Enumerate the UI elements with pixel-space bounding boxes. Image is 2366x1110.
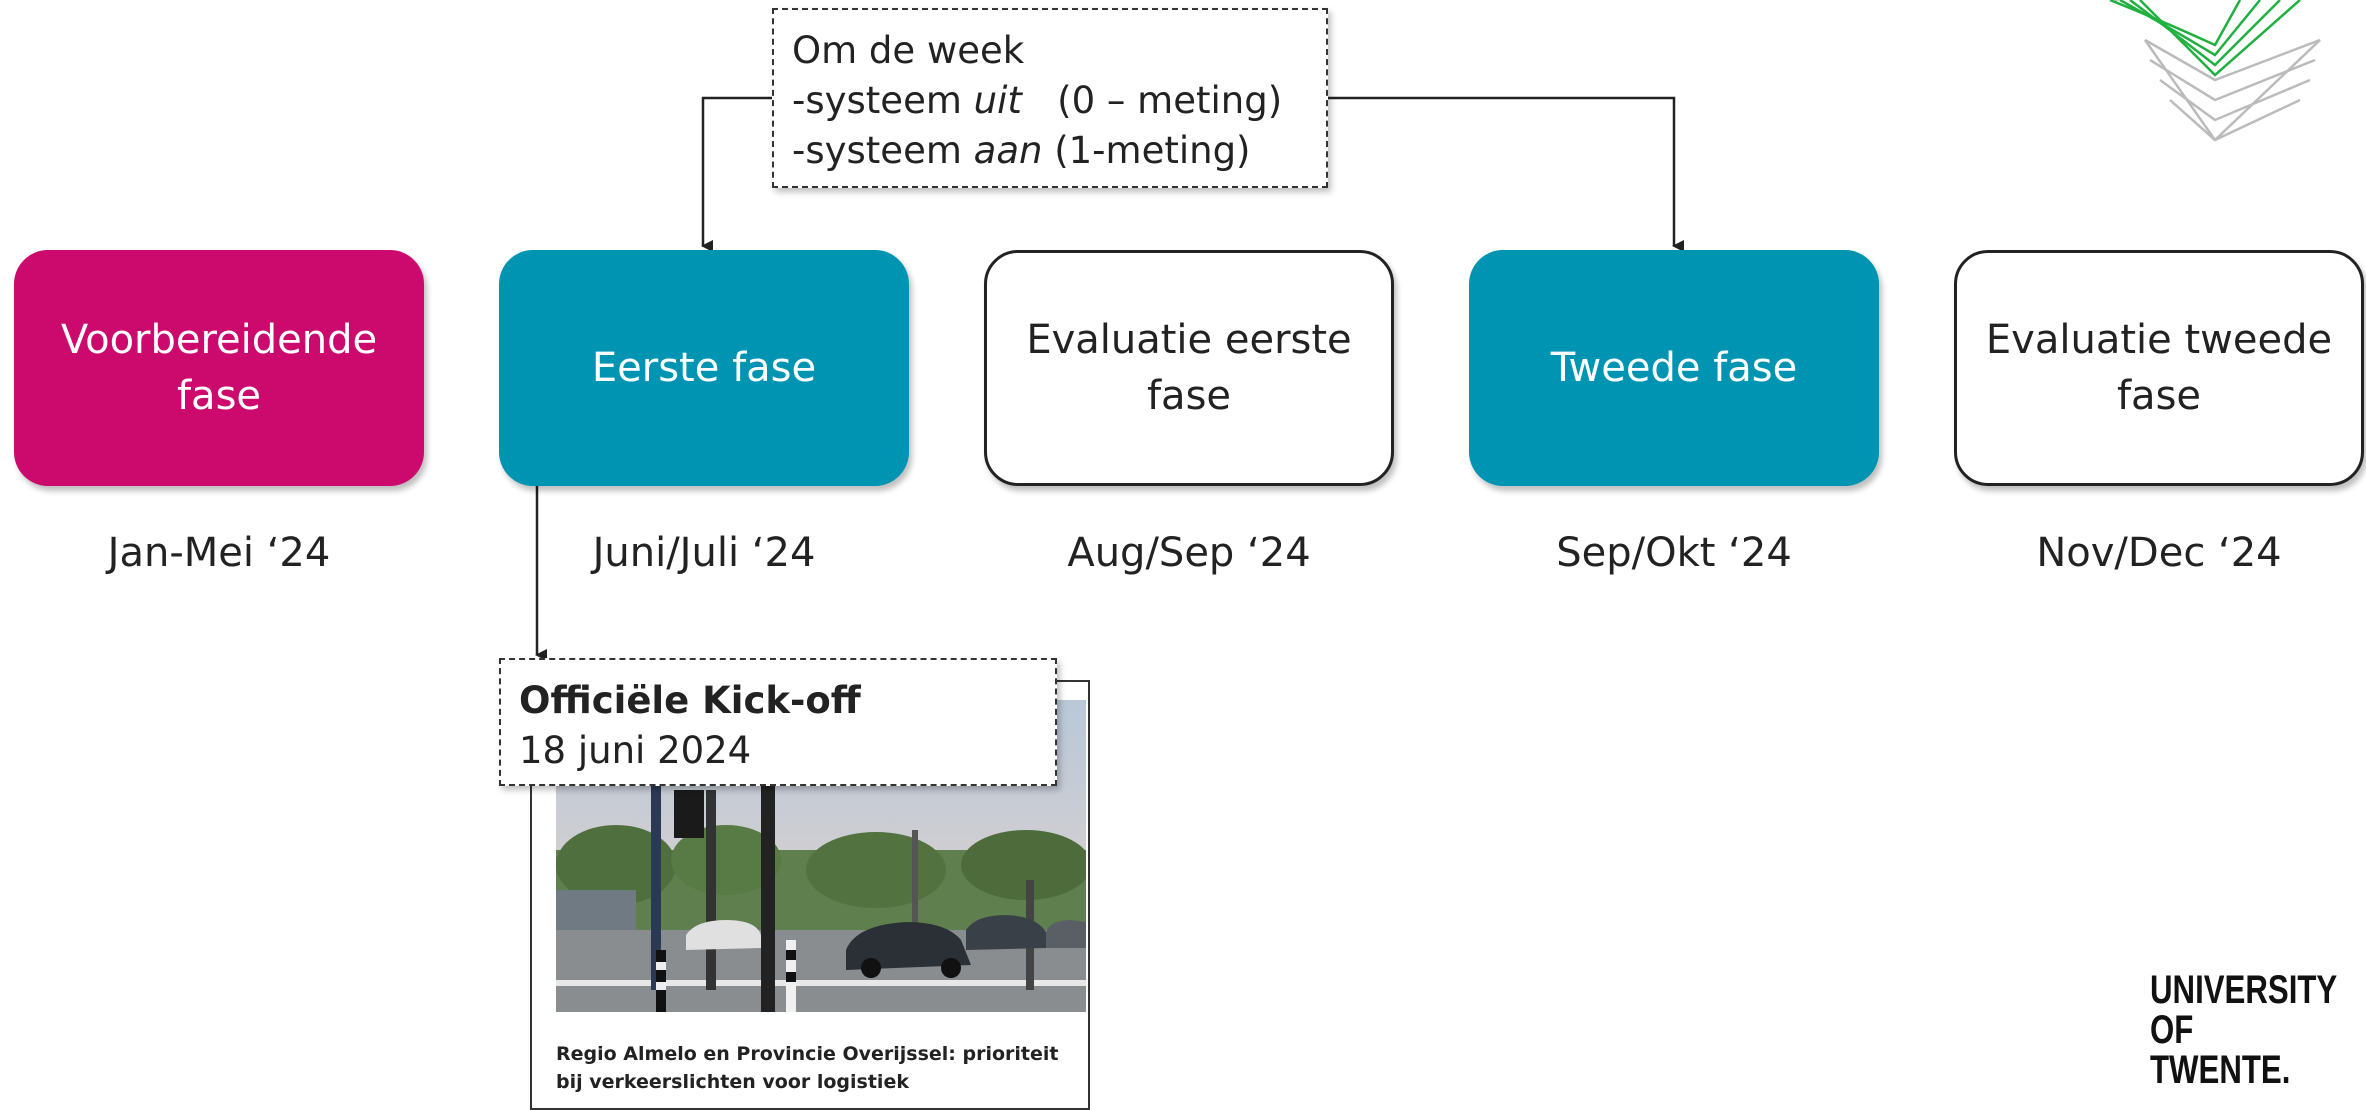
note-line-3: -systeem aan (1-meting) <box>792 129 1251 172</box>
biweekly-note-box: Om de week -systeem uit (0 – meting) -sy… <box>772 8 1328 188</box>
logo-line-1: UNIVERSITY <box>2150 968 2338 1012</box>
phase-evaluatie-eerste: Evaluatie eerste fase <box>984 250 1394 486</box>
kickoff-note-box: Officiële Kick-off 18 juni 2024 <box>499 658 1057 786</box>
phase-label: Eerste fase <box>591 345 817 391</box>
article-caption: Regio Almelo en Provincie Overijssel: pr… <box>556 1043 1059 1093</box>
phase-eerste: Eerste fase <box>499 250 909 486</box>
phase-voorbereidende: Voorbereidende fase <box>14 250 424 486</box>
phase-date: Juni/Juli ‘24 <box>592 530 816 576</box>
kickoff-title: Officiële Kick-off <box>519 679 861 722</box>
arrow-note-to-eerste-fase <box>701 96 772 252</box>
phase-label: Voorbereidende fase <box>60 317 378 419</box>
phase-date: Aug/Sep ‘24 <box>1067 530 1311 576</box>
note-line-1: Om de week <box>792 29 1025 72</box>
phase-label: Evaluatie tweede fase <box>1985 317 2333 419</box>
note-line-2: -systeem uit (0 – meting) <box>792 79 1283 122</box>
phase-label: Tweede fase <box>1550 345 1798 391</box>
arrow-note-to-tweede-fase <box>1328 96 1684 252</box>
phase-date: Sep/Okt ‘24 <box>1556 530 1792 576</box>
phase-evaluatie-tweede: Evaluatie tweede fase <box>1954 250 2364 486</box>
phase-tweede: Tweede fase <box>1469 250 1879 486</box>
corner-logo-graphic <box>2109 0 2321 142</box>
phase-date: Jan-Mei ‘24 <box>107 530 331 576</box>
phase-date: Nov/Dec ‘24 <box>2036 530 2282 576</box>
university-logo: UNIVERSITY OF TWENTE. <box>2150 970 2337 1090</box>
logo-line-2: OF TWENTE. <box>2150 1008 2291 1092</box>
kickoff-date: 18 juni 2024 <box>519 729 752 772</box>
phase-label: Evaluatie eerste fase <box>1026 317 1352 419</box>
